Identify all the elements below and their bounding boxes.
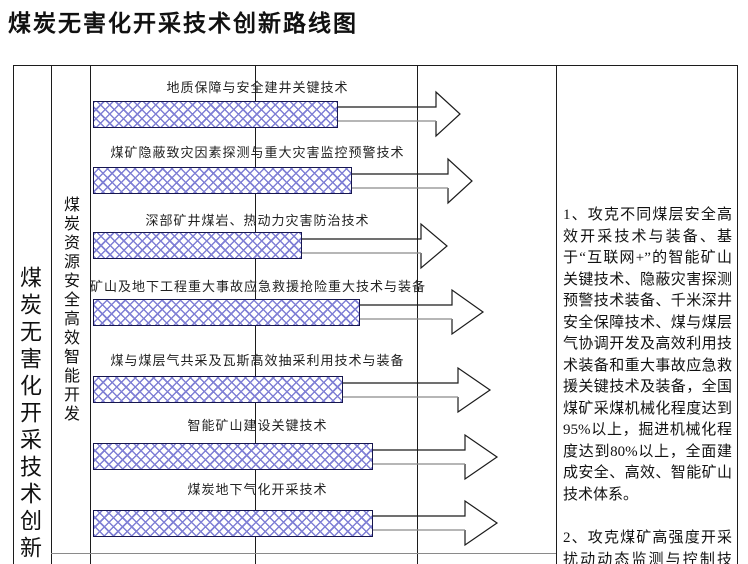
timeline-bar	[93, 376, 343, 403]
tech-label: 煤炭地下气化开采技术	[187, 482, 328, 497]
tech-label: 深部矿井煤岩、热动力灾害防治技术	[145, 213, 370, 228]
grid-line	[13, 65, 14, 564]
tech-label: 矿山及地下工程重大事故应急救援抢险重大技术与装备	[90, 279, 427, 294]
goal-paragraph-2: 2、攻克煤矿高强度开采扰动动态监测与控制技术、矿井水深度净化处理	[563, 530, 732, 564]
grid-line	[737, 65, 738, 564]
timeline-bar	[93, 510, 373, 537]
tech-label: 煤矿隐蔽致灾因素探测与重大灾害监控预警技术	[110, 145, 405, 160]
grid-line	[556, 65, 557, 564]
tech-label: 智能矿山建设关键技术	[187, 418, 328, 433]
tech-label: 煤与煤层气共采及瓦斯高效抽采利用技术与装备	[110, 353, 405, 368]
goal-paragraph-1: 1、攻克不同煤层安全高效开采技术与装备、基于“互联网+”的智能矿山关键技术、隐蔽…	[563, 207, 732, 503]
grid-line	[51, 65, 52, 564]
figure-title: 煤炭无害化开采技术创新路线图	[8, 11, 358, 36]
grid-line	[13, 65, 738, 66]
timeline-bar	[93, 167, 352, 194]
timeline-bar	[93, 299, 360, 326]
category-label-sub: 煤炭资源安全高效智能开发	[61, 196, 78, 424]
timeline-bar	[93, 101, 338, 128]
goals-panel: 1、攻克不同煤层安全高效开采技术与装备、基于“互联网+”的智能矿山关键技术、隐蔽…	[557, 205, 737, 564]
grid-line	[90, 65, 91, 564]
timeline-bar	[93, 443, 373, 470]
category-label-main: 煤炭无害化开采技术创新	[17, 266, 42, 563]
grid-line	[51, 553, 556, 554]
tech-label: 地质保障与安全建井关键技术	[166, 80, 349, 95]
timeline-bar	[93, 232, 302, 259]
